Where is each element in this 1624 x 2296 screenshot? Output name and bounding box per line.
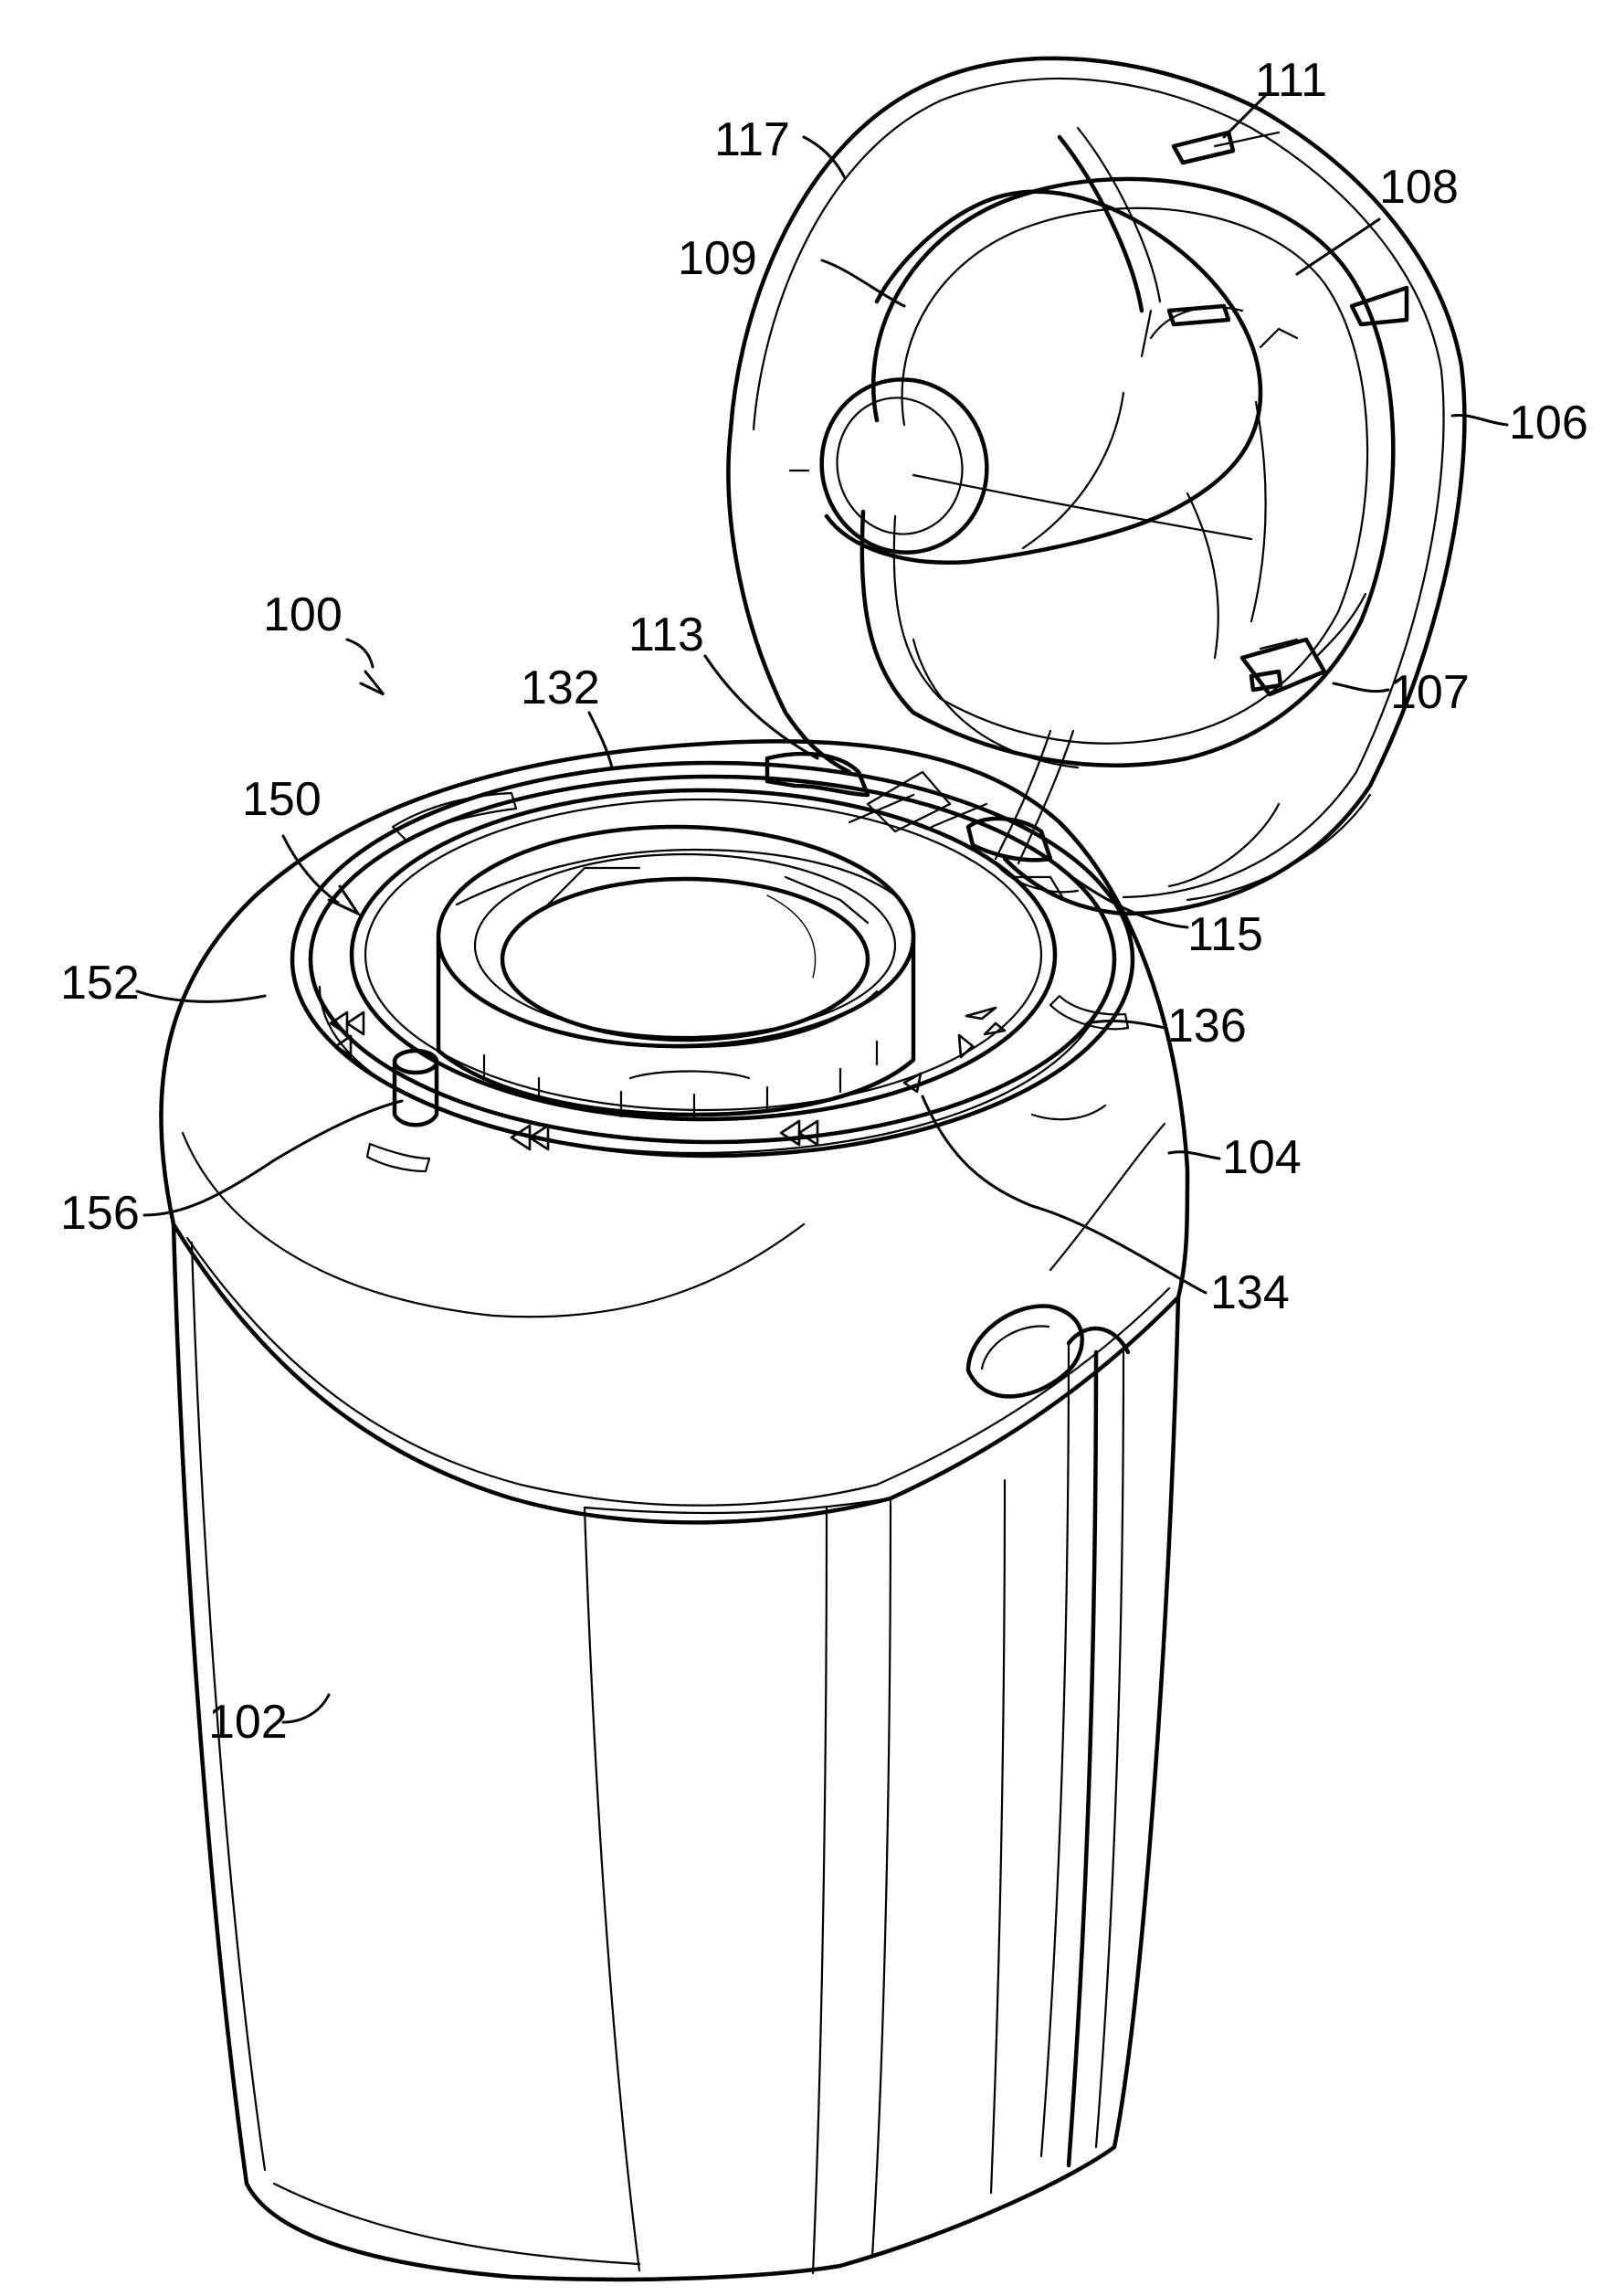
label-150: 150 xyxy=(242,773,322,826)
label-136: 136 xyxy=(1167,1000,1247,1053)
leader-106 xyxy=(1452,415,1507,425)
label-152: 152 xyxy=(60,957,140,1010)
label-134: 134 xyxy=(1210,1266,1290,1319)
lid-inner-rim xyxy=(862,128,1407,863)
label-107: 107 xyxy=(1390,666,1470,719)
label-115: 115 xyxy=(1187,908,1263,961)
label-156: 156 xyxy=(60,1187,140,1240)
label-102: 102 xyxy=(208,1696,288,1749)
leader-102 xyxy=(283,1695,329,1722)
leader-lines xyxy=(137,96,1507,1722)
leader-104 xyxy=(1169,1152,1219,1159)
leader-150 xyxy=(283,836,338,903)
label-100: 100 xyxy=(263,588,343,641)
leader-132 xyxy=(589,713,612,767)
label-109: 109 xyxy=(678,232,757,285)
label-108: 108 xyxy=(1379,161,1459,214)
leader-107 xyxy=(1334,683,1388,692)
label-111: 111 xyxy=(1255,54,1327,107)
lid-cone xyxy=(790,192,1266,658)
reference-numerals: 100 102 104 106 107 108 109 111 113 115 … xyxy=(60,54,1588,1749)
leader-100 xyxy=(347,640,373,667)
label-113: 113 xyxy=(628,608,704,661)
leader-109 xyxy=(822,260,904,306)
leader-108 xyxy=(1297,219,1379,274)
top-ring xyxy=(292,763,1133,1156)
label-132: 132 xyxy=(521,661,600,714)
label-106: 106 xyxy=(1509,397,1588,450)
leader-156 xyxy=(144,1101,402,1215)
label-104: 104 xyxy=(1222,1131,1302,1184)
container-body xyxy=(174,1224,1178,2280)
direction-arrows xyxy=(331,1008,1005,1149)
inner-cartridge xyxy=(438,827,913,1119)
label-117: 117 xyxy=(714,113,790,166)
leader-152 xyxy=(137,991,265,1001)
leader-100-arrow xyxy=(361,672,384,694)
